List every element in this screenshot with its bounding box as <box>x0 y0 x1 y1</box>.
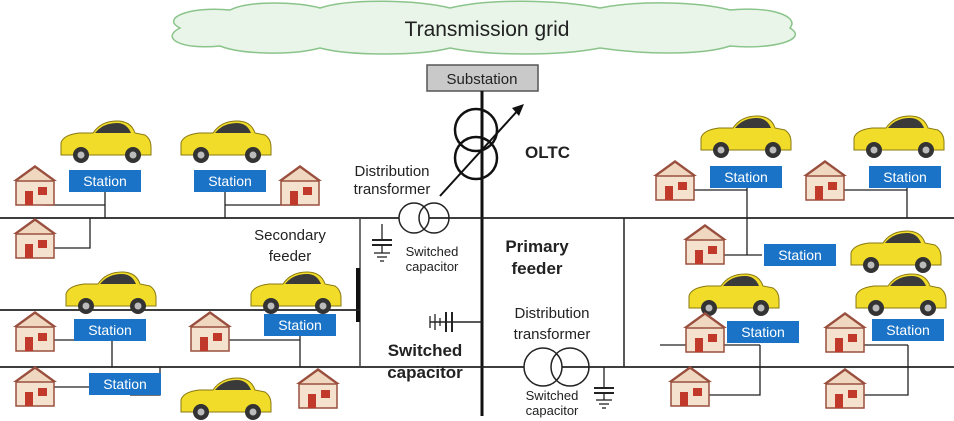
electric-car-icon <box>850 230 942 274</box>
left-small-capacitor-label-1: Switched <box>406 244 459 259</box>
electric-car-icon <box>853 115 945 159</box>
house-icon <box>802 159 848 201</box>
charging-station-badge: Station <box>69 170 141 192</box>
main-switched-capacitor-icon <box>429 312 482 332</box>
house-icon <box>12 164 58 206</box>
station-label: Station <box>88 322 132 338</box>
oltc-transformer-icon <box>439 104 524 197</box>
substation-label: Substation <box>447 71 518 88</box>
electric-car-icon <box>60 120 152 164</box>
secondary-feeder-label-1: Secondary <box>254 227 326 244</box>
main-capacitor-label-1: Switched <box>388 341 463 360</box>
station-label: Station <box>724 169 768 185</box>
house-icon <box>652 159 698 201</box>
charging-station-badge: Station <box>710 166 782 188</box>
main-capacitor-label-2: capacitor <box>387 363 463 382</box>
station-label: Station <box>886 322 930 338</box>
left-dist-tx-label-1: Distribution <box>354 163 429 180</box>
station-label: Station <box>208 173 252 189</box>
house-icon <box>667 365 713 407</box>
primary-feeder-label-1: Primary <box>505 237 569 256</box>
electric-car-icon <box>180 120 272 164</box>
right-small-capacitor-label-2: capacitor <box>526 403 579 418</box>
left-dist-tx-label-2: transformer <box>354 181 431 198</box>
house-icon <box>12 310 58 352</box>
electric-car-icon <box>250 271 342 315</box>
charging-station-badge: Station <box>264 314 336 336</box>
left-distribution-transformer-icon <box>398 202 450 234</box>
house-icon <box>295 367 341 409</box>
station-label: Station <box>741 324 785 340</box>
charging-station-badge: Station <box>764 244 836 266</box>
electric-car-icon <box>180 377 272 421</box>
electric-car-icon <box>855 273 947 317</box>
house-icon <box>277 164 323 206</box>
station-label: Station <box>778 247 822 263</box>
house-icon <box>822 367 868 409</box>
branch-lines <box>45 188 909 396</box>
charging-station-badge: Station <box>74 319 146 341</box>
substation-box <box>426 64 539 92</box>
house-icon <box>682 311 728 353</box>
charging-station-badge: Station <box>872 319 944 341</box>
house-icon <box>12 365 58 407</box>
station-label: Station <box>883 169 927 185</box>
charging-station-badge: Station <box>727 321 799 343</box>
right-dist-tx-label-2: transformer <box>514 326 591 343</box>
charging-station-badge: Station <box>194 170 266 192</box>
right-dist-tx-label-1: Distribution <box>514 305 589 322</box>
house-icon <box>12 217 58 259</box>
house-icon <box>187 310 233 352</box>
electric-car-icon <box>65 271 157 315</box>
charging-station-badge: Station <box>89 373 161 395</box>
right-switched-capacitor-icon <box>594 367 614 409</box>
secondary-feeder-label-2: feeder <box>269 248 312 265</box>
house-icon <box>822 311 868 353</box>
electric-car-icon <box>700 115 792 159</box>
station-label: Station <box>83 173 127 189</box>
electric-car-icon <box>688 273 780 317</box>
primary-feeder-label-2: feeder <box>511 259 562 278</box>
right-distribution-transformer-icon <box>523 347 590 387</box>
transmission-grid-cloud <box>171 0 797 55</box>
right-small-capacitor-label-1: Switched <box>526 388 579 403</box>
left-small-capacitor-label-2: capacitor <box>406 259 459 274</box>
house-icon <box>682 223 728 265</box>
station-label: Station <box>103 376 147 392</box>
charging-station-badge: Station <box>869 166 941 188</box>
transmission-grid-label: Transmission grid <box>405 18 570 41</box>
left-switched-capacitor-icon <box>372 224 392 262</box>
station-label: Station <box>278 317 322 333</box>
oltc-label: OLTC <box>525 143 570 162</box>
